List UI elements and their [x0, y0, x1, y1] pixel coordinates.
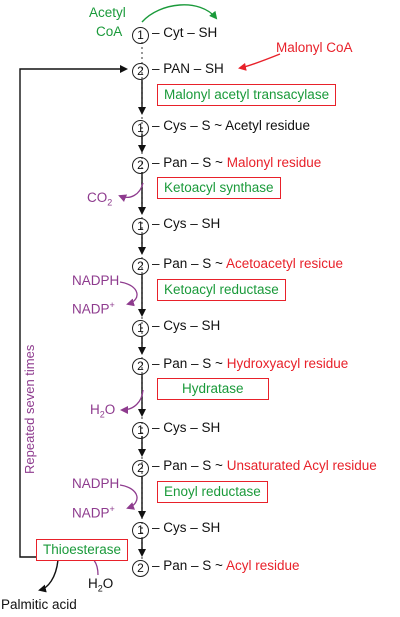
h-text: H: [88, 576, 98, 591]
pan-s-text: – Pan – S ~: [152, 256, 223, 271]
site-1-marker: 1: [132, 522, 149, 539]
pan-s-text: – Pan – S ~: [152, 155, 223, 170]
acetyl-residue-text: – Cys – S ~ Acetyl residue: [152, 118, 310, 133]
row-cyt-sh: 1– Cyt – SH: [132, 25, 217, 44]
row-cys-sh-4: 1– Cys – SH: [132, 520, 220, 539]
repeat-loop-label: Repeated seven times: [22, 344, 37, 474]
row-cys-sh-1: 1– Cys – SH: [132, 216, 220, 235]
enzyme-transacylase: Malonyl acetyl transacylase: [157, 84, 337, 106]
nadph-label-2: NADPH: [72, 476, 120, 491]
enzyme-thioesterase: Thioesterase: [36, 539, 129, 561]
acetyl-transfer-arrow: [141, 4, 218, 23]
h2o-arrow-1: [120, 389, 144, 414]
pan-s-text: – Pan – S ~: [152, 458, 223, 473]
hydroxyacyl-residue-text: Hydroxyacyl residue: [226, 356, 349, 371]
row-acyl-residue: 2– Pan – S ~ Acyl residue: [132, 558, 300, 577]
row-malonyl-residue: 2– Pan – S ~ Malonyl residue: [132, 155, 321, 174]
site-2-marker: 2: [132, 460, 149, 477]
nadp-superscript: +: [109, 300, 115, 310]
product-label: Palmitic acid: [1, 597, 77, 612]
site-1-marker: 1: [132, 120, 149, 137]
cys-sh-text: – Cys – SH: [152, 318, 221, 333]
site-1-marker: 1: [132, 218, 149, 235]
h2o-label-2: H2O: [88, 576, 113, 597]
cys-sh-text: – Cys – SH: [152, 520, 221, 535]
enzyme-hydratase: Hydratase: [157, 378, 269, 400]
malonyl-coa-label: Malonyl CoA: [276, 40, 353, 55]
cys-sh-text: – Cys – SH: [152, 216, 221, 231]
acetoacetyl-residue-text: Acetoacetyl resicue: [225, 256, 344, 271]
h2o-subscript: 2: [99, 409, 105, 420]
site-2-marker: 2: [132, 358, 149, 375]
h2o-subscript: 2: [97, 583, 103, 594]
row-pan-sh: 2– PAN – SH: [132, 61, 224, 80]
nadph-label-1: NADPH: [72, 273, 120, 288]
site-2-marker: 2: [132, 560, 149, 577]
unsaturated-residue-text: Unsaturated Acyl residue: [226, 458, 377, 473]
pan-s-text: – Pan – S ~: [152, 356, 223, 371]
palmitic-acid-arrow: [38, 559, 59, 593]
co2-label: CO2: [87, 190, 112, 211]
acetyl-label: Acetyl: [89, 5, 126, 20]
row-cys-sh-2: 1– Cys – SH: [132, 318, 220, 337]
site-2-marker: 2: [132, 258, 149, 275]
site-1-marker: 1: [132, 422, 149, 439]
repeat-loop-line: [19, 65, 128, 558]
enzyme-synthase: Ketoacyl synthase: [157, 177, 281, 199]
o-text: O: [104, 402, 116, 417]
coa-label: CoA: [96, 24, 123, 39]
co2-subscript: 2: [107, 197, 113, 208]
row-hydroxyacyl-residue: 2– Pan – S ~ Hydroxyacyl residue: [132, 356, 348, 375]
malonyl-coa-arrow: [238, 53, 281, 71]
nadp-label-1: NADP+: [72, 297, 115, 318]
nadph-arrow-2: [119, 484, 138, 510]
row-acetoacetyl-residue: 2– Pan – S ~ Acetoacetyl resicue: [132, 256, 343, 275]
malonyl-residue-text: Malonyl residue: [226, 155, 322, 170]
nadp-superscript: +: [109, 504, 115, 514]
nadph-arrow-1: [119, 281, 138, 307]
h2o-label-1: H2O: [90, 402, 115, 423]
co2-text: CO: [87, 190, 108, 205]
pan-sh-text: – PAN – SH: [152, 61, 224, 76]
cys-sh-text: – Cys – SH: [152, 420, 221, 435]
row-unsaturated-residue: 2– Pan – S ~ Unsaturated Acyl residue: [132, 458, 377, 477]
enzyme-ketoacyl-reductase: Ketoacyl reductase: [157, 279, 286, 301]
co2-arrow: [118, 182, 144, 202]
pan-s-text: – Pan – S ~: [152, 558, 223, 573]
h-text: H: [90, 402, 100, 417]
row-cys-sh-3: 1– Cys – SH: [132, 420, 220, 439]
nadp-text: NADP: [72, 505, 110, 521]
cyt-sh-text: – Cyt – SH: [152, 25, 218, 40]
nadp-text: NADP: [72, 301, 110, 317]
site-2-marker: 2: [132, 157, 149, 174]
acyl-residue-text: Acyl residue: [225, 558, 300, 573]
enzyme-enoyl-reductase: Enoyl reductase: [157, 481, 268, 503]
nadp-label-2: NADP+: [72, 501, 115, 522]
site-1-marker: 1: [132, 320, 149, 337]
site-1-marker: 1: [132, 27, 149, 44]
o-text: O: [102, 576, 114, 591]
site-2-marker: 2: [132, 63, 149, 80]
row-acetyl-residue: 1– Cys – S ~ Acetyl residue: [132, 118, 310, 137]
